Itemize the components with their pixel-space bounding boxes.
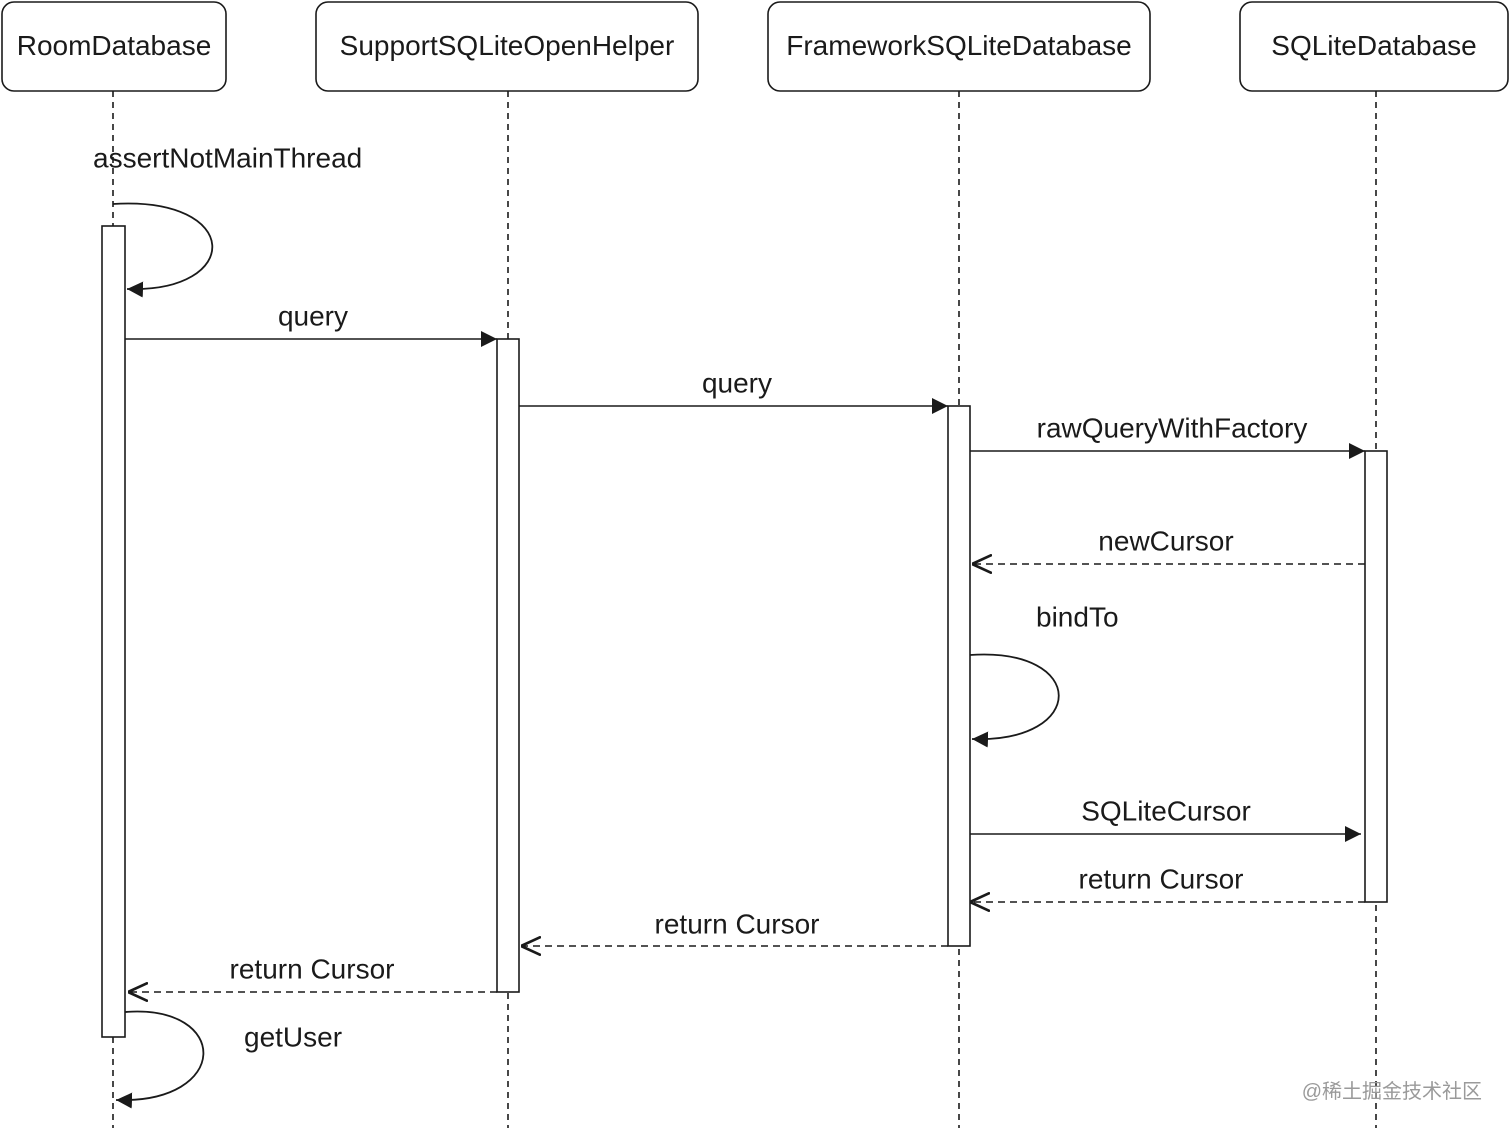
- participant-label: RoomDatabase: [17, 30, 212, 61]
- messages: assertNotMainThread query query rawQueryWit…: [93, 142, 1365, 1109]
- message-call-1: query: [125, 300, 497, 347]
- message-return-9: return Cursor: [128, 953, 497, 992]
- activation-bar-room: [101, 225, 126, 1038]
- participant-box: [1, 1, 227, 92]
- message-label: query: [702, 367, 772, 398]
- message-label: bindTo: [1036, 601, 1119, 632]
- message-return-8: return Cursor: [521, 908, 948, 946]
- message-return-4: newCursor: [972, 525, 1365, 564]
- activation-bar-sqlite: [1364, 450, 1388, 903]
- message-call-3: rawQueryWithFactory: [970, 412, 1365, 459]
- message-self-5: bindTo: [969, 601, 1119, 748]
- activation-bar-framework: [947, 405, 971, 947]
- message-call-2: query: [519, 367, 948, 414]
- participants: RoomDatabase SupportSQLiteOpenHelper Frame…: [1, 1, 1509, 92]
- message-label: SQLiteCursor: [1081, 795, 1251, 826]
- self-message-arrow: [969, 653, 1060, 748]
- message-self-10: getUser: [115, 1010, 342, 1109]
- participant-helper: SupportSQLiteOpenHelper: [315, 1, 699, 92]
- watermark: @稀土掘金技术社区: [1302, 1080, 1482, 1103]
- message-label: newCursor: [1098, 525, 1233, 556]
- participant-label: SQLiteDatabase: [1271, 30, 1476, 61]
- activation-bars: [101, 225, 1388, 1038]
- message-call-6: SQLiteCursor: [970, 795, 1361, 842]
- message-return-7: return Cursor: [970, 863, 1365, 902]
- participant-sqlite: SQLiteDatabase: [1239, 1, 1509, 92]
- participant-box: [315, 1, 699, 92]
- message-label: return Cursor: [230, 953, 395, 984]
- message-label: rawQueryWithFactory: [1037, 412, 1308, 443]
- self-message-arrow: [115, 1010, 205, 1109]
- message-label: query: [278, 300, 348, 331]
- participant-framework: FrameworkSQLiteDatabase: [767, 1, 1151, 92]
- activation-bar-helper: [496, 338, 520, 993]
- participant-box: [767, 1, 1151, 92]
- message-label: return Cursor: [655, 908, 820, 939]
- self-message-arrow: [112, 202, 214, 298]
- participant-label: SupportSQLiteOpenHelper: [340, 30, 675, 61]
- participant-label: FrameworkSQLiteDatabase: [786, 30, 1131, 61]
- message-label: getUser: [244, 1021, 342, 1052]
- message-self-0: assertNotMainThread: [93, 142, 362, 298]
- participant-box: [1239, 1, 1509, 92]
- participant-room: RoomDatabase: [1, 1, 227, 92]
- message-label: return Cursor: [1079, 863, 1244, 894]
- message-label: assertNotMainThread: [93, 142, 362, 173]
